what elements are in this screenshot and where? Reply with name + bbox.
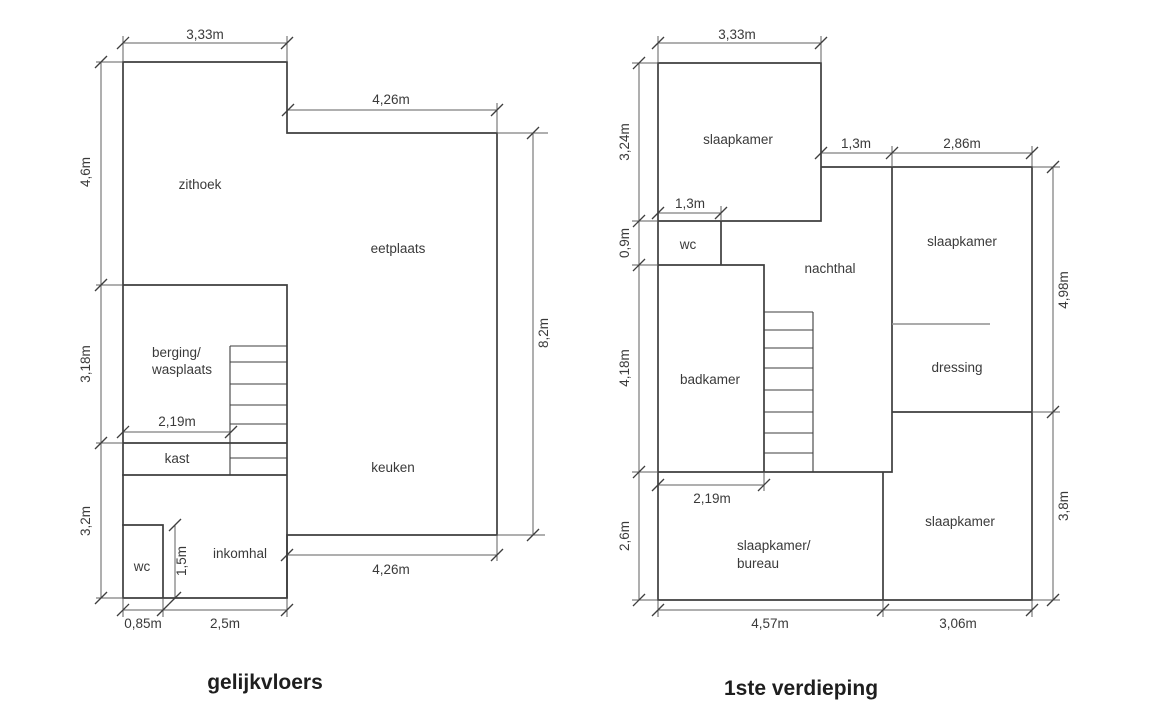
ground-floor-dimension-lines — [96, 36, 548, 617]
dim-label-ff-stair-width: 2,19m — [693, 491, 731, 506]
dim-label-ff-bottom-right-width: 3,06m — [939, 616, 977, 631]
first-floor-dimension-labels: 3,33m 3,24m 0,9m 1,3m 1,3m 2,86m 4,98m 4… — [617, 27, 1071, 631]
first-floor-room-labels: slaapkamer wc nachthal badkamer slaapkam… — [679, 132, 998, 571]
dim-label-lower-right-width: 4,26m — [372, 562, 410, 577]
ground-floor-dimension-labels: 3,33m 4,26m 4,6m 3,18m 3,2m 2,19m 1,5m 0… — [78, 27, 551, 631]
room-label-wc-first: wc — [679, 237, 697, 252]
ground-floor-stairs — [229, 345, 287, 475]
dim-label-ff-wc-width: 1,3m — [675, 196, 705, 211]
room-label-zithoek: zithoek — [179, 177, 222, 192]
room-label-badkamer: badkamer — [680, 372, 741, 387]
room-label-slaapkamer-top-right: slaapkamer — [927, 234, 997, 249]
room-label-keuken: keuken — [371, 460, 415, 475]
dim-label-ff-landing-width: 1,3m — [841, 136, 871, 151]
ground-floor-plan: zithoek eetplaats berging/ wasplaats kas… — [78, 27, 551, 694]
room-label-bureau-line2: bureau — [737, 556, 779, 571]
ground-floor-dimension-ticks — [94, 36, 540, 617]
dim-label-right-height: 8,2m — [536, 318, 551, 348]
dim-label-left-upper-height: 4,6m — [78, 157, 93, 187]
dim-label-left-lower-height: 3,2m — [78, 506, 93, 536]
room-label-bureau-line1: slaapkamer/ — [737, 538, 811, 553]
first-floor-stairs — [764, 311, 814, 472]
room-label-dressing: dressing — [931, 360, 982, 375]
dim-label-top-width: 3,33m — [186, 27, 224, 42]
dim-label-hall-width: 2,5m — [210, 616, 240, 631]
room-label-nachthal: nachthal — [804, 261, 855, 276]
dim-label-ff-right-lower-height: 3,8m — [1056, 491, 1071, 521]
room-label-eetplaats: eetplaats — [371, 241, 426, 256]
ground-floor-outline — [122, 61, 498, 599]
dim-label-stair-width: 2,19m — [158, 414, 196, 429]
ground-floor-interior-walls — [122, 284, 288, 599]
first-floor-extension-lines — [632, 36, 1060, 617]
dim-label-ff-left-upper-height: 3,24m — [617, 123, 632, 161]
ground-floor-walls — [122, 61, 498, 599]
ground-floor-extension-lines — [96, 36, 548, 617]
first-floor-dimension-ticks — [632, 36, 1060, 617]
first-floor-title: 1ste verdieping — [724, 677, 878, 700]
dim-label-left-middle-height: 3,18m — [78, 345, 93, 383]
dim-label-ff-wc-height: 0,9m — [617, 228, 632, 258]
dim-label-upper-right-width: 4,26m — [372, 92, 410, 107]
ground-floor-title: gelijkvloers — [207, 671, 323, 694]
room-label-berging-line1: berging/ — [152, 345, 201, 360]
dim-label-ff-bottom-left-width: 4,57m — [751, 616, 789, 631]
dim-label-wc-width: 0,85m — [124, 616, 162, 631]
room-label-slaapkamer-bottom-right: slaapkamer — [925, 514, 995, 529]
ground-floor-room-labels: zithoek eetplaats berging/ wasplaats kas… — [133, 177, 426, 574]
room-label-wc-ground: wc — [133, 559, 151, 574]
dim-label-ff-right-room-width: 2,86m — [943, 136, 981, 151]
dim-label-wc-height: 1,5m — [174, 546, 189, 576]
room-label-inkomhal: inkomhal — [213, 546, 267, 561]
first-floor-plan: slaapkamer wc nachthal badkamer slaapkam… — [617, 27, 1071, 700]
dim-label-ff-left-middle-height: 4,18m — [617, 349, 632, 387]
room-label-slaapkamer-top-left: slaapkamer — [703, 132, 773, 147]
first-floor-dimension-lines — [632, 36, 1060, 617]
dim-label-ff-top-width: 3,33m — [718, 27, 756, 42]
room-label-kast: kast — [165, 451, 190, 466]
room-label-berging-line2: wasplaats — [151, 362, 212, 377]
dim-label-ff-right-upper-height: 4,98m — [1056, 271, 1071, 309]
dim-label-ff-left-lower-height: 2,6m — [617, 521, 632, 551]
